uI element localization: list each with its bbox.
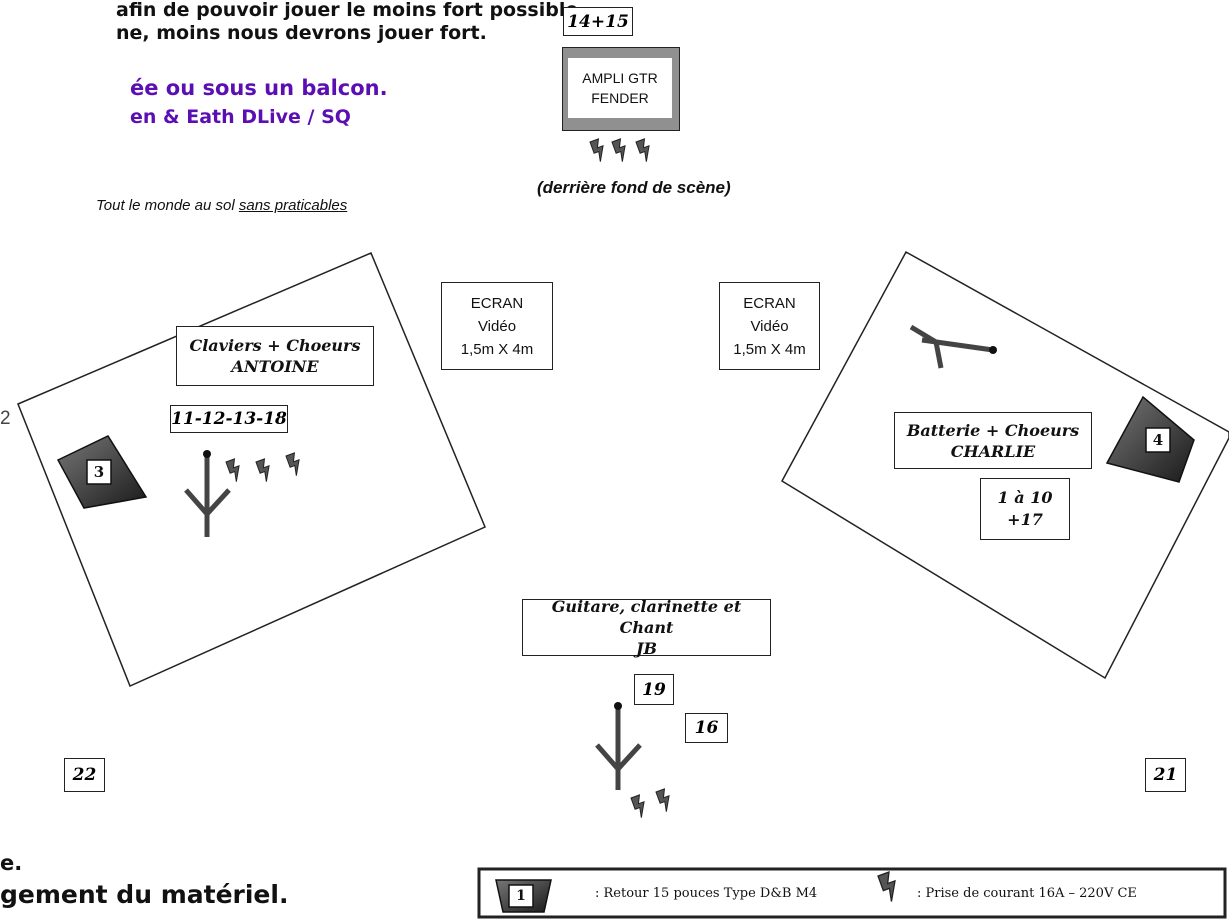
guitar-channel-16: 16 [685, 713, 728, 743]
keys-line-2: ANTOINE [231, 357, 319, 376]
drums-channels-line-1: 1 à 10 [997, 488, 1053, 507]
keys-player-label: Claviers + Choeurs ANTOINE [176, 326, 374, 386]
keys-mic-stand-icon [184, 450, 231, 537]
footer-line-2: gement du matériel. [0, 880, 289, 909]
left-edge-label: 2 [0, 408, 11, 429]
amp-power-icons [589, 137, 655, 164]
screen-right-line-1: ECRAN [743, 294, 796, 312]
stage-note: Tout le monde au sol sans praticables [96, 197, 347, 214]
header-line-1: afin de pouvoir jouer le moins fort poss… [116, 0, 586, 21]
legend-power-text: : Prise de courant 16A – 220V CE [917, 886, 1137, 901]
side-monitor-21-label: 21 [1145, 758, 1186, 792]
stage-note-underlined: sans praticables [238, 197, 348, 214]
legend-wedge-text: : Retour 15 pouces Type D&B M4 [595, 886, 818, 901]
drums-mic-stand-icon [909, 324, 997, 369]
header-line-3: ée ou sous un balcon. [130, 76, 388, 100]
drums-channels-label: 1 à 10 +17 [980, 478, 1070, 540]
legend-wedge-number: 1 [516, 888, 526, 904]
guitar-player-label: Guitare, clarinette et Chant JB [522, 597, 771, 658]
video-screen-left: ECRAN Vidéo 1,5m X 4m [441, 282, 553, 370]
wedge-3-number-box [86, 459, 112, 485]
guitar-line-1: Guitare, clarinette et Chant [551, 597, 742, 637]
legend-wedge-number-box [508, 884, 534, 908]
drums-line-2: CHARLIE [950, 441, 1036, 461]
screen-left-line-2: Vidéo [477, 317, 517, 335]
side-monitor-22-label: 22 [64, 758, 105, 792]
keys-line-1: Claviers + Choeurs [189, 336, 361, 355]
amp-location: (derrière fond de scène) [537, 178, 731, 197]
screen-right-line-2: Vidéo [750, 317, 789, 335]
guitar-amp: AMPLI GTR FENDER [562, 47, 680, 131]
guitar-channel-19: 19 [634, 674, 674, 705]
amp-line-2: FENDER [591, 90, 649, 106]
stage-note-text: Tout le monde au sol [96, 197, 239, 214]
guitar-amp-label: AMPLI GTR FENDER [568, 58, 672, 118]
drums-player-label: Batterie + Choeurs CHARLIE [894, 412, 1092, 469]
screen-left-line-3: 1,5m X 4m [460, 340, 534, 358]
amp-line-1: AMPLI GTR [582, 70, 658, 86]
guitar-line-2: JB [635, 639, 658, 658]
wedge-4-number: 4 [1152, 431, 1164, 449]
wedge-3-number: 3 [93, 463, 105, 481]
header-line-4: en & Eath DLive / SQ [130, 106, 351, 128]
drums-line-1: Batterie + Choeurs [906, 420, 1080, 440]
drums-channels-line-2: +17 [1007, 510, 1043, 529]
footer-line-1: e. [0, 851, 23, 875]
keys-channels-label: 11-12-13-18 [170, 405, 288, 433]
header-line-2: ne, moins nous devrons jouer fort. [116, 22, 487, 44]
wedge-4-number-box [1145, 427, 1171, 453]
screen-left-line-1: ECRAN [470, 294, 524, 312]
guitar-mic-stand-icon [595, 702, 642, 790]
legend-box [477, 867, 1227, 919]
video-screen-right: ECRAN Vidéo 1,5m X 4m [719, 282, 820, 370]
screen-right-line-3: 1,5m X 4m [733, 340, 806, 358]
amp-channels-label: 14+15 [563, 7, 633, 36]
guitar-power-icons [630, 787, 675, 820]
